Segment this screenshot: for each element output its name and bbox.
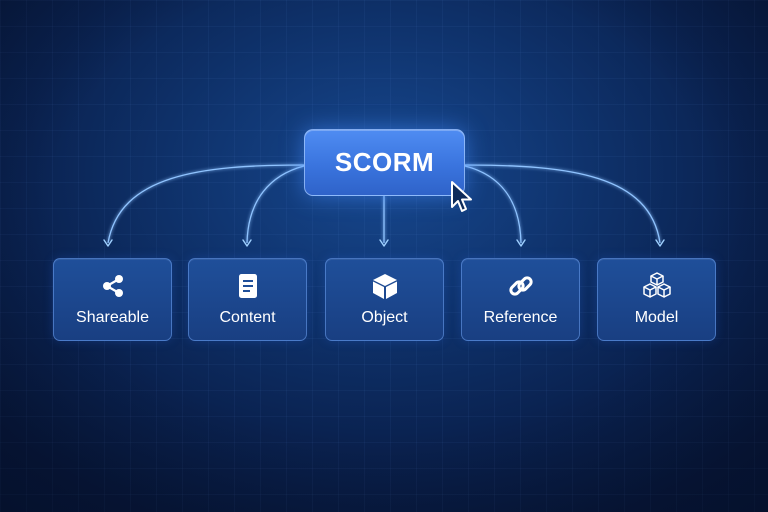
arrowhead-model <box>655 239 665 247</box>
node-label: Reference <box>483 309 558 326</box>
share-icon <box>102 275 123 297</box>
node-label: Shareable <box>76 309 149 326</box>
root-label: SCORM <box>334 147 435 177</box>
cube-icon <box>372 274 397 299</box>
document-icon <box>238 274 257 298</box>
connector-shareable <box>107 164 305 244</box>
arrowhead-shareable <box>103 239 113 247</box>
arrowhead-content <box>242 239 252 247</box>
scorm-root-node[interactable]: SCORM <box>304 129 465 196</box>
node-content[interactable]: Content <box>188 258 307 341</box>
node-label: Model <box>634 309 679 326</box>
node-label: Content <box>219 309 276 326</box>
node-reference[interactable]: Reference <box>461 258 580 341</box>
link-icon <box>508 276 533 296</box>
arrowhead-reference <box>516 239 526 247</box>
connector-content <box>246 165 305 244</box>
arrowhead-object <box>379 239 389 247</box>
node-object[interactable]: Object <box>325 258 444 341</box>
node-label: Object <box>361 309 408 326</box>
node-model[interactable]: Model <box>597 258 716 341</box>
mouse-pointer-icon <box>451 181 472 212</box>
connector-model <box>464 164 661 244</box>
stacked-cubes-icon <box>642 272 671 298</box>
connector-reference <box>464 165 522 244</box>
node-shareable[interactable]: Shareable <box>53 258 172 341</box>
